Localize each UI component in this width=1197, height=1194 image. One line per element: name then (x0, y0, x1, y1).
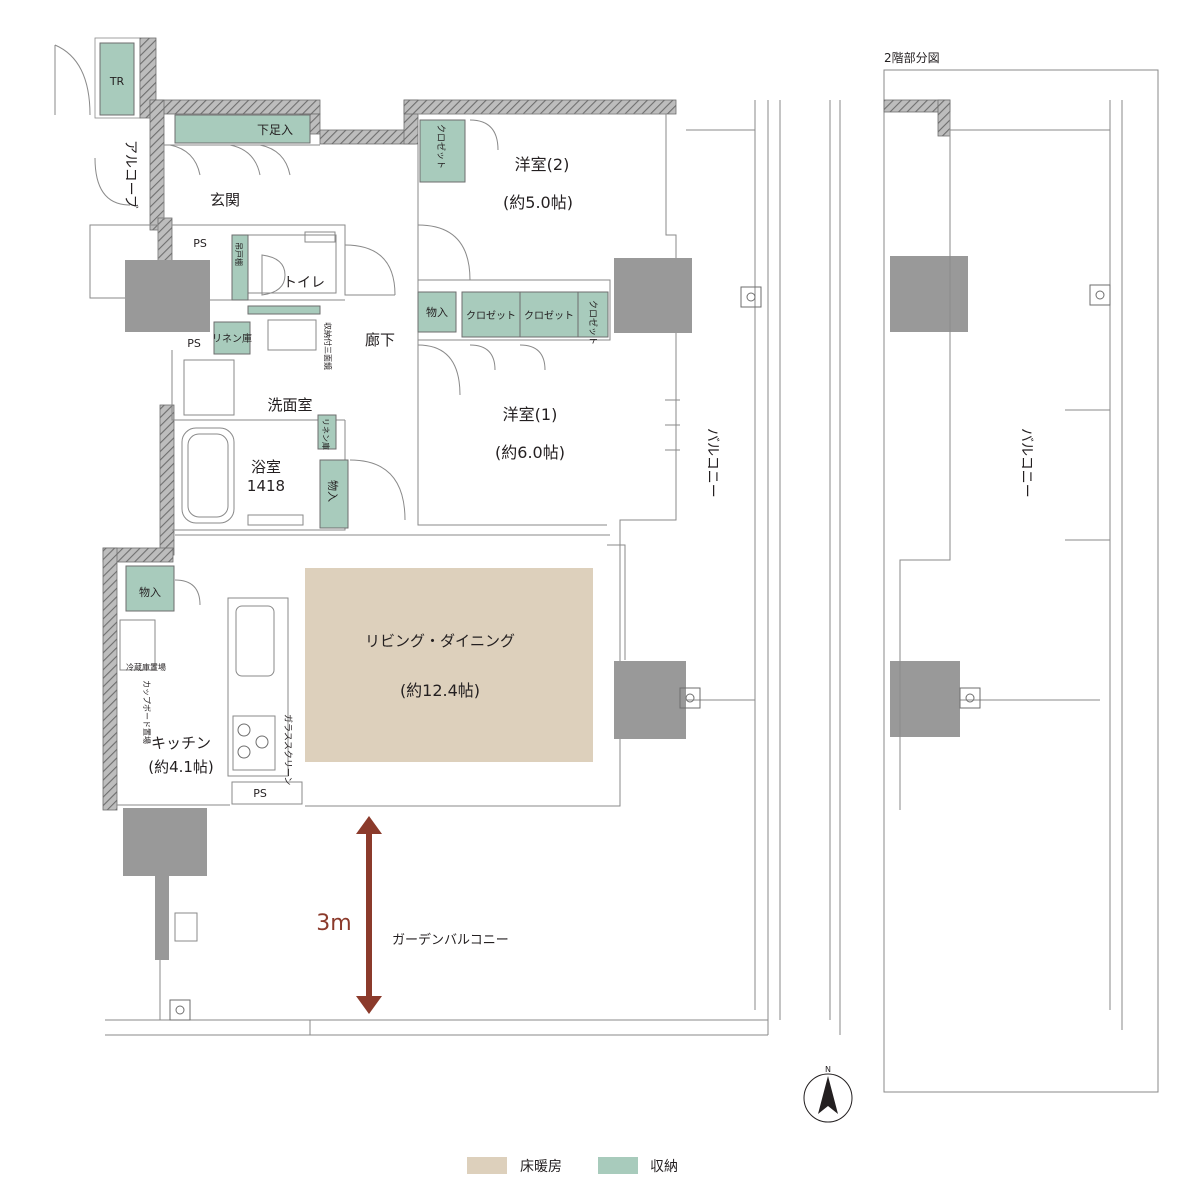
hanging-shelf (231, 234, 249, 301)
closet-a-label: クロゼット (466, 310, 516, 322)
glass-screen-label: ガラススクリーン (282, 714, 293, 785)
hall-storage-label: 物入 (426, 305, 448, 319)
vent-circle-icon (959, 284, 1111, 709)
outer-walls (94, 37, 677, 811)
shoe-box-label: 下足入 (257, 123, 293, 137)
depth-arrow (356, 816, 382, 1014)
storage-areas (125, 114, 609, 612)
closet-b-label: クロゼット (524, 310, 574, 322)
bath-storage (319, 459, 349, 529)
interior-walls (89, 113, 680, 807)
three-mirror-cabinet (247, 305, 321, 315)
depth-label: 3m (316, 911, 351, 936)
cupboard-label: カップボード置場 (142, 680, 152, 744)
cooktop-burner-icon (237, 723, 269, 759)
hallway-label: 廊下 (365, 331, 395, 349)
room2-label: 洋室(2) (515, 155, 570, 174)
room1-label: 洋室(1) (503, 405, 558, 424)
tr-label: TR (109, 75, 125, 88)
linen-label-1: リネン庫 (212, 332, 252, 345)
garden-balcony-label: ガーデンバルコニー (392, 932, 509, 948)
legend-swatch-storage (598, 1157, 638, 1174)
toilet-label: トイレ (283, 275, 325, 291)
balcony-label: バルコニー (704, 428, 720, 498)
three-mirror-label: 収納付三面鏡 (323, 322, 333, 370)
linen-storage-2 (317, 414, 337, 450)
door-swings (94, 119, 546, 606)
hanging-shelf-label: 吊戸棚 (234, 242, 244, 266)
fridge-label: 冷蔵庫置場 (126, 662, 166, 672)
fixtures (119, 231, 336, 942)
second-floor-title: 2階部分図 (884, 50, 940, 65)
living-label: リビング・ダイニング (365, 632, 515, 650)
bath-label: 浴室 (251, 458, 281, 476)
closet-c-label: クロゼット (587, 300, 599, 345)
ps-label-mid: PS (187, 337, 201, 350)
closet-room2 (419, 119, 466, 183)
living-size-label: (約12.4帖) (400, 681, 480, 700)
linen-storage-1 (213, 321, 251, 355)
ps-label-top: PS (193, 237, 207, 250)
north-arrow-icon (803, 1073, 853, 1123)
kitchen-storage (125, 565, 175, 612)
second-floor-balcony-label: バルコニー (1018, 428, 1034, 498)
bath-storage-label: 物入 (326, 480, 340, 502)
room1-size-label: (約6.0帖) (495, 443, 565, 462)
structural-columns (123, 258, 692, 960)
balcony-lines (105, 100, 841, 1036)
ps-label-kitchen: PS (253, 787, 267, 800)
north-label: N (825, 1065, 831, 1074)
vent-circle-icon (169, 286, 762, 1021)
kitchen-storage-label: 物入 (139, 585, 161, 599)
kitchen-size-label: (約4.1帖) (148, 758, 214, 776)
washroom-label: 洗面室 (267, 396, 312, 414)
closet-c (577, 291, 609, 338)
bath-size-label: 1418 (247, 477, 285, 495)
legend: 床暖房 収納 (467, 1157, 678, 1175)
heated-floor-area (305, 568, 593, 762)
shoe-storage (174, 114, 311, 144)
legend-label-heated: 床暖房 (520, 1159, 562, 1175)
closet-a (461, 291, 521, 338)
hall-storage (417, 291, 457, 333)
kitchen-label: キッチン (151, 734, 211, 752)
legend-label-storage: 収納 (650, 1159, 678, 1175)
alcove-label: アルコーブ (122, 140, 139, 209)
closet-b (519, 291, 579, 338)
linen-label-2: リネン庫 (321, 418, 331, 450)
entrance-label: 玄関 (210, 191, 240, 209)
legend-swatch-heated (467, 1157, 507, 1174)
tr-unit: TR (54, 42, 135, 116)
closet-room2-label: クロゼット (435, 124, 447, 169)
second-floor-plan (883, 69, 1159, 1093)
room2-size-label: (約5.0帖) (503, 193, 573, 212)
